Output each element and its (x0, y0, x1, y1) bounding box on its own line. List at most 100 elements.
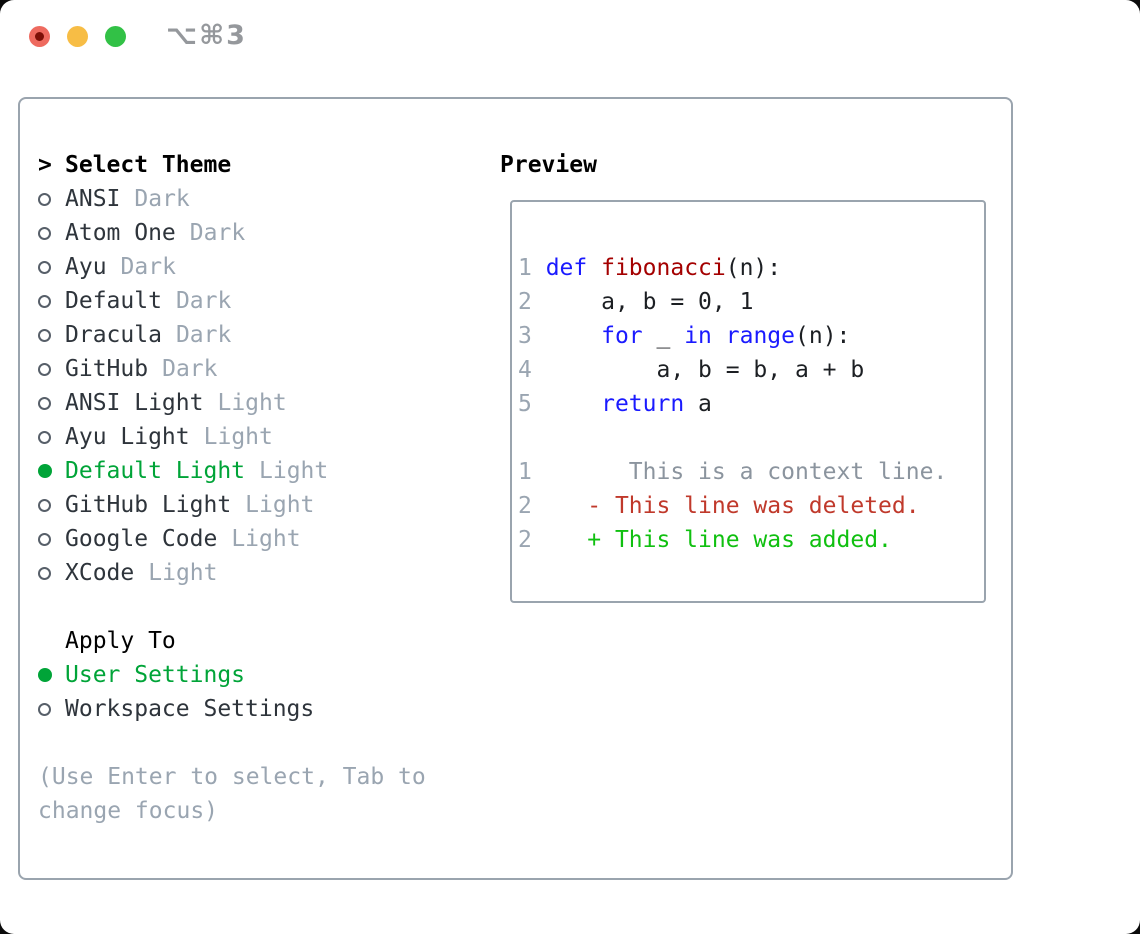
code-line: 5 return a (518, 387, 980, 421)
token-ctx: This is a context line. (531, 459, 948, 485)
radio-icon (38, 566, 51, 580)
theme-option-github[interactable]: GitHub Dark (38, 352, 426, 386)
theme-variant-tag: Dark (175, 288, 232, 314)
theme-variant-tag: Dark (175, 322, 232, 348)
theme-option-label: Default (65, 288, 162, 314)
theme-option-label: ANSI Light (65, 390, 204, 416)
theme-variant-tag: Light (231, 526, 301, 552)
close-button[interactable] (29, 26, 50, 47)
token-ln: 1 (518, 255, 546, 281)
theme-variant-tag: Light (217, 390, 287, 416)
token-add: + This line was added. (531, 527, 892, 553)
token-ln: 2 (518, 493, 532, 519)
apply-option-label: User Settings (65, 662, 246, 688)
theme-option-label: GitHub Light (65, 492, 232, 518)
apply-option-workspace-settings[interactable]: Workspace Settings (38, 692, 426, 726)
window-title: ⌥⌘3 (166, 20, 247, 51)
token-txt: (n): (725, 255, 782, 281)
theme-variant-tag: Dark (189, 220, 246, 246)
radio-icon (38, 430, 51, 444)
token-ln: 5 (518, 391, 546, 417)
apply-option-label: Workspace Settings (65, 696, 315, 722)
theme-option-google-code[interactable]: Google Code Light (38, 522, 426, 556)
theme-option-ansi[interactable]: ANSI Dark (38, 182, 426, 216)
apply-option-user-settings[interactable]: User Settings (38, 658, 426, 692)
radio-selected-icon (38, 464, 52, 478)
radio-icon (38, 362, 51, 376)
token-txt (712, 323, 726, 349)
apply-to-title: Apply To (65, 628, 176, 654)
token-ln: 2 (518, 527, 532, 553)
theme-option-label: GitHub (65, 356, 149, 382)
theme-option-label: ANSI (65, 186, 121, 212)
token-ln: 4 (518, 357, 546, 383)
token-kw: for (601, 323, 643, 349)
token-del: - This line was deleted. (531, 493, 920, 519)
token-txt (587, 255, 601, 281)
token-txt: a, b = b, a + b (545, 357, 865, 383)
theme-variant-tag: Light (148, 560, 218, 586)
prompt-cursor-icon: > (38, 152, 52, 178)
theme-variant-tag: Dark (162, 356, 218, 382)
radio-icon (38, 260, 51, 274)
token-kw: def (545, 255, 588, 281)
theme-option-ayu-light[interactable]: Ayu Light Light (38, 420, 426, 454)
code-line: 1 def fibonacci(n): (518, 251, 980, 285)
theme-option-xcode[interactable]: XCode Light (38, 556, 426, 590)
theme-option-label: Ayu (65, 254, 107, 280)
code-line: 2 - This line was deleted. (518, 489, 980, 523)
theme-option-label: XCode (65, 560, 135, 586)
theme-option-ansi-light[interactable]: ANSI Light Light (38, 386, 426, 420)
theme-option-dracula[interactable]: Dracula Dark (38, 318, 426, 352)
token-fn: fibonacci (601, 255, 726, 281)
select-theme-title: Select Theme (65, 152, 232, 178)
token-txt: a (684, 391, 712, 417)
theme-option-default[interactable]: Default Dark (38, 284, 426, 318)
radio-icon (38, 498, 51, 512)
code-line: 2 a, b = 0, 1 (518, 285, 980, 319)
theme-option-label: Dracula (65, 322, 162, 348)
token-txt (546, 323, 601, 349)
minimize-button[interactable] (67, 26, 88, 47)
theme-variant-tag: Light (203, 424, 273, 450)
radio-icon (38, 396, 51, 410)
apply-to-header: Apply To (38, 624, 426, 658)
theme-option-label: Ayu Light (65, 424, 190, 450)
radio-icon (38, 702, 51, 716)
zoom-button[interactable] (105, 26, 126, 47)
theme-option-default-light[interactable]: Default Light Light (38, 454, 426, 488)
token-ln: 3 (518, 323, 546, 349)
theme-option-label: Default Light (65, 458, 246, 484)
code-line: 1 This is a context line. (518, 455, 980, 489)
theme-option-ayu[interactable]: Ayu Dark (38, 250, 426, 284)
spacer-row (38, 590, 426, 624)
theme-option-label: Atom One (65, 220, 176, 246)
close-dot-icon (35, 32, 44, 41)
preview-header: Preview (500, 152, 597, 178)
theme-option-atom-one[interactable]: Atom One Dark (38, 216, 426, 250)
token-txt: (n): (795, 323, 851, 349)
theme-variant-tag: Dark (120, 254, 176, 280)
theme-variant-tag: Dark (134, 186, 190, 212)
spacer-row (38, 726, 426, 760)
token-ln: 1 (518, 459, 532, 485)
token-ln: 2 (518, 289, 546, 315)
radio-icon (38, 192, 51, 206)
code-line: 4 a, b = b, a + b (518, 353, 980, 387)
radio-icon (38, 226, 51, 240)
code-blank-line (518, 421, 980, 455)
theme-option-label: Google Code (65, 526, 218, 552)
token-txt: _ (642, 323, 685, 349)
token-txt (546, 391, 601, 417)
token-kw: range (725, 323, 795, 349)
code-line: 2 + This line was added. (518, 523, 980, 557)
radio-icon (38, 328, 51, 342)
help-text-line2: change focus) (38, 798, 219, 824)
theme-variant-tag: Light (259, 458, 329, 484)
